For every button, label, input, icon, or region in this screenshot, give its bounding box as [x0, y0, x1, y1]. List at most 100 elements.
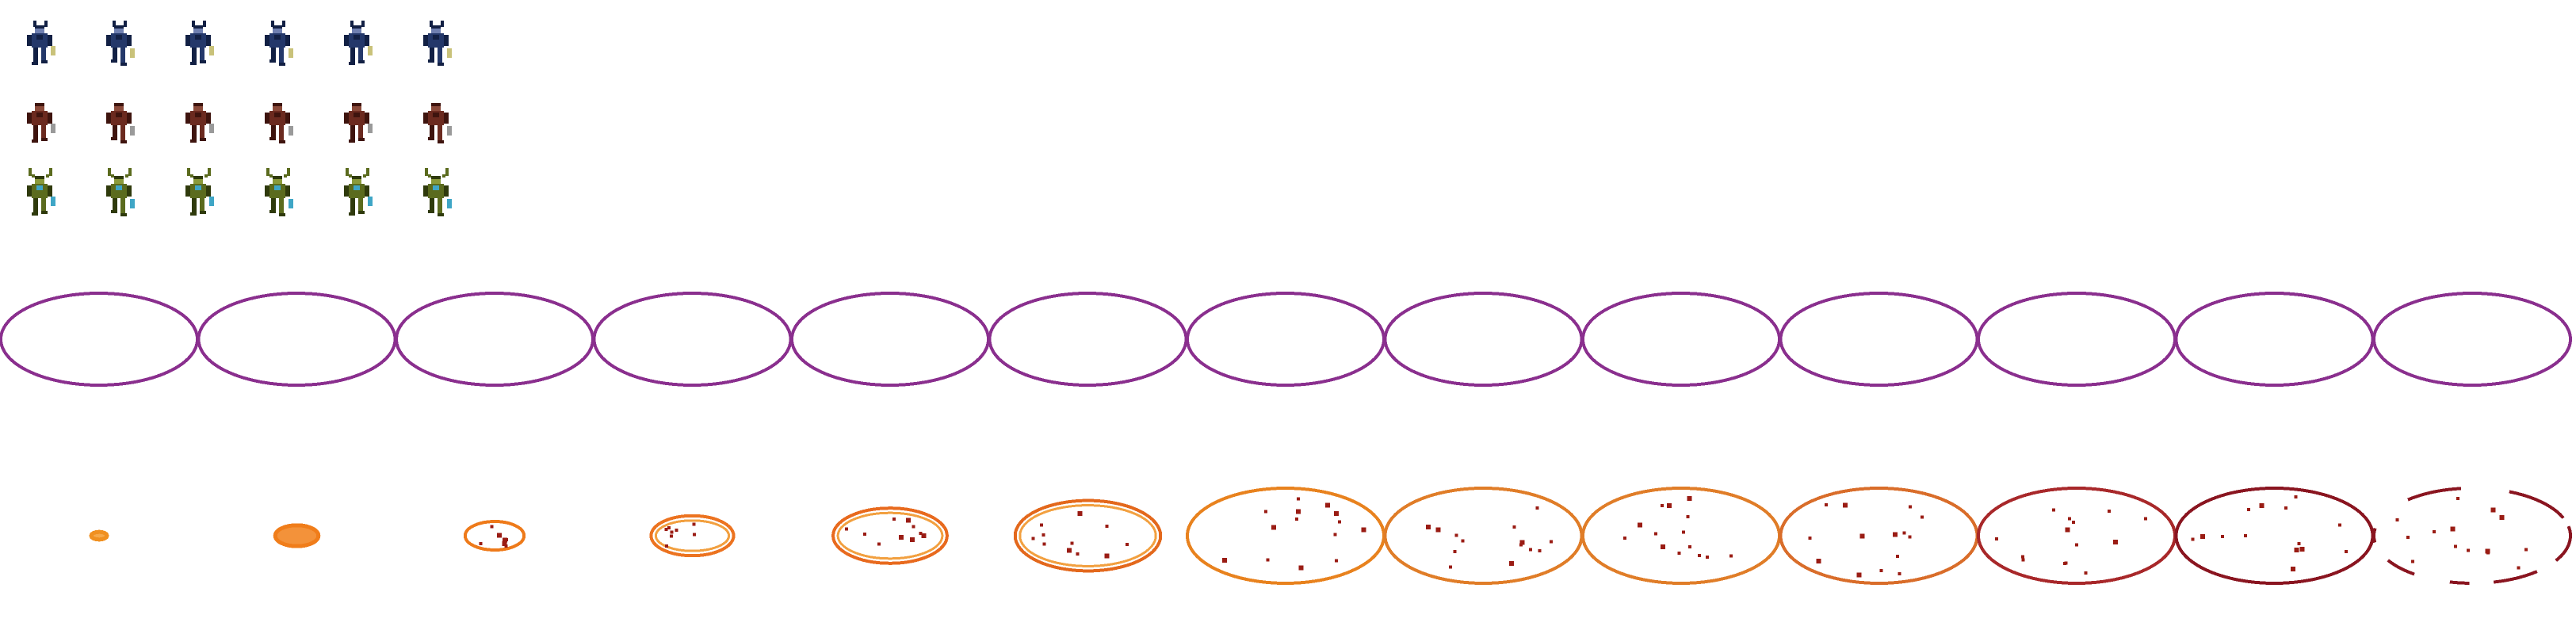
fire-ring-frame-10: [1779, 487, 1979, 585]
fire-ember: [2075, 543, 2079, 547]
fire-ring-fragment: [2372, 527, 2377, 544]
fire-ember: [1528, 548, 1532, 552]
fire-ember: [1294, 518, 1298, 521]
fire-ring-frame-2: [273, 523, 321, 548]
fire-ring-frame-5: [831, 506, 949, 565]
fire-ember: [2243, 533, 2247, 537]
fire-ember: [1667, 502, 1672, 508]
fire-ring-outline: [1977, 487, 2177, 585]
fire-ember: [1042, 542, 1046, 546]
fire-ember: [1104, 553, 1110, 559]
fire-ember: [2395, 518, 2399, 521]
purple-ring-frame-8: [1383, 292, 1584, 387]
fire-ember: [1687, 545, 1691, 549]
fire-ember: [2191, 537, 2195, 541]
fire-ember: [675, 528, 678, 532]
fire-ember: [2433, 529, 2436, 533]
purple-ring-frame-9: [1581, 292, 1781, 387]
fire-ember: [1271, 525, 1276, 530]
fire-ember: [1896, 554, 1900, 558]
fire-ember: [2200, 533, 2206, 539]
fire-ember: [2284, 506, 2288, 510]
fire-ring-inner-band: [654, 519, 731, 552]
brown-robed-figure-frame-3: [185, 103, 214, 143]
purple-ring-frame-12: [2174, 292, 2375, 387]
fire-ember: [1697, 554, 1701, 558]
fire-ring-frame-13: [2372, 487, 2572, 585]
fire-ring-outline: [89, 529, 109, 542]
fire-ember: [2338, 523, 2342, 527]
fire-ring-outline: [273, 523, 321, 548]
fire-ring-frame-9: [1581, 487, 1781, 585]
fire-ember: [1898, 571, 1901, 575]
fire-ember: [1519, 540, 1525, 545]
fire-ember: [921, 533, 927, 538]
purple-ring-frame-4: [592, 292, 793, 387]
fire-ember: [2051, 508, 2055, 512]
fire-ring-outline: [1383, 487, 1584, 585]
fire-ring-outline: [2174, 487, 2375, 585]
fire-ring-frame-1: [89, 529, 109, 542]
fire-ring-outline: [1581, 487, 1781, 585]
fire-ember: [1824, 502, 1828, 506]
fire-ember: [1070, 541, 1074, 545]
purple-ring-frame-2: [197, 292, 397, 387]
fire-ring-outline: [831, 506, 949, 565]
fire-ember: [2068, 517, 2072, 521]
fire-ember: [1893, 532, 1898, 537]
brown-robed-figure-frame-1: [27, 103, 55, 143]
fire-ember: [1454, 533, 1458, 537]
fire-ember: [1335, 559, 1339, 563]
fire-ember: [2072, 521, 2076, 525]
fire-ember: [1067, 548, 1072, 553]
fire-ember: [2065, 527, 2070, 533]
fire-ember: [1361, 527, 1366, 533]
fire-ember: [1298, 565, 1304, 571]
fire-ember: [2084, 571, 2088, 575]
fire-ember: [497, 533, 503, 538]
fire-ember: [1453, 550, 1457, 554]
fire-ember: [1509, 560, 1515, 566]
fire-ember: [490, 525, 494, 529]
character-sprite-rows: [27, 21, 452, 216]
fire-ember: [664, 544, 668, 548]
fire-ember: [2259, 503, 2265, 509]
fire-ember: [2454, 544, 2458, 548]
fire-ember: [2247, 507, 2251, 511]
fire-ring-frame-4: [649, 514, 736, 558]
character-row-green-antlered-creature: [27, 168, 452, 216]
fire-ember: [1519, 543, 1523, 547]
purple-ring-frame-3: [395, 292, 594, 387]
blue-horned-warrior-frame-5: [344, 21, 373, 65]
fire-ember: [1426, 524, 1431, 529]
fire-ember: [1677, 551, 1681, 555]
fire-ring-fragment: [2387, 559, 2415, 576]
fire-ember: [1816, 558, 1821, 563]
fire-ember: [2021, 558, 2025, 562]
fire-ember: [2517, 566, 2521, 570]
purple-ring-frame-5: [790, 292, 990, 387]
fire-ember: [1682, 530, 1686, 534]
fire-ember: [1512, 525, 1516, 529]
fire-ember: [1842, 502, 1848, 508]
fire-ember: [1041, 533, 1045, 537]
fire-ember: [2467, 548, 2471, 552]
green-antlered-creature-frame-4: [265, 168, 293, 216]
green-antlered-creature-frame-6: [423, 168, 452, 216]
fire-ember: [2221, 534, 2225, 538]
blue-horned-warrior-frame-4: [265, 21, 293, 66]
fire-ember: [2345, 550, 2349, 554]
fire-ember: [906, 518, 912, 523]
fire-ember: [877, 542, 881, 546]
fire-ember: [1076, 552, 1080, 556]
fire-ember: [2294, 548, 2299, 553]
fire-ember: [2406, 535, 2410, 539]
fire-ember: [1031, 537, 1035, 540]
fire-ember: [919, 531, 923, 535]
fire-ember: [1105, 524, 1109, 528]
fire-ember: [1902, 531, 1906, 535]
fire-ember: [892, 518, 896, 521]
fire-ring-outline: [1186, 487, 1385, 585]
fire-ember: [2524, 548, 2528, 552]
